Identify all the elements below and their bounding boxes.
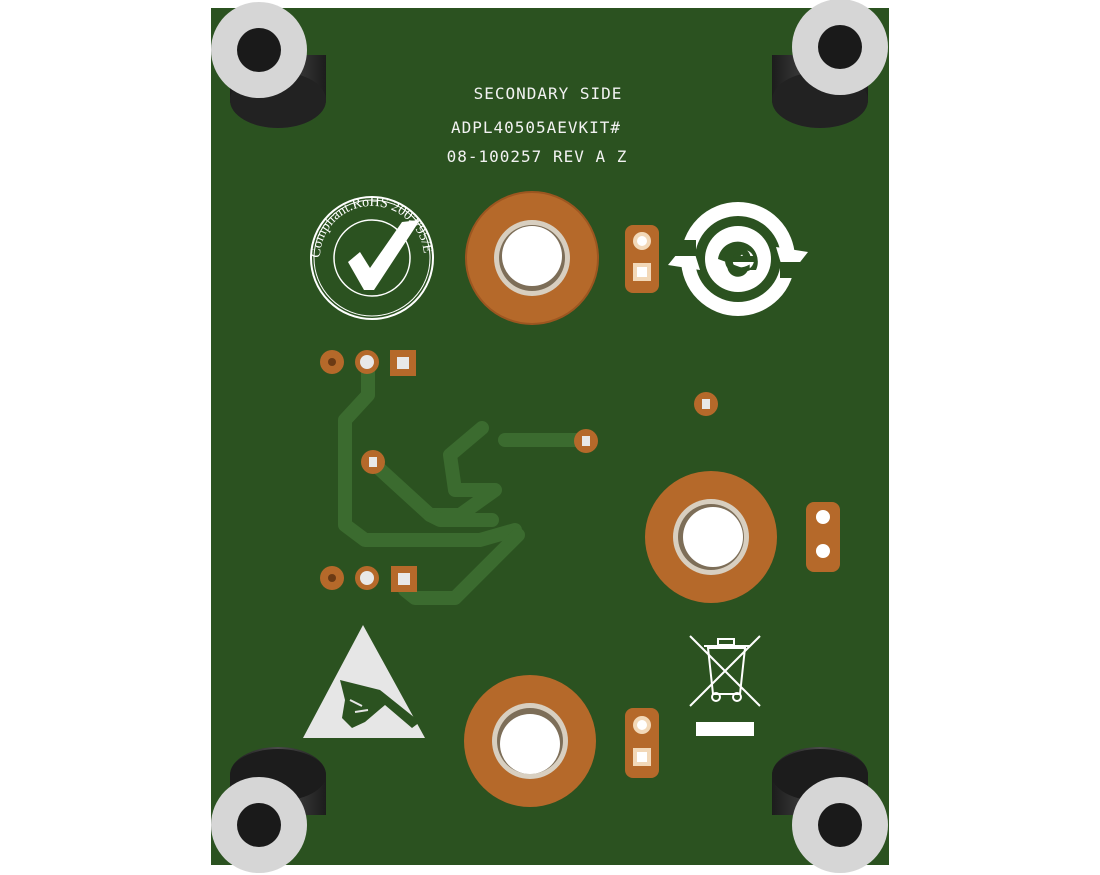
terminal-hole-top xyxy=(465,191,599,325)
standoff-bottom-left xyxy=(211,747,326,873)
header-right xyxy=(806,502,840,572)
svg-text:e: e xyxy=(723,232,753,283)
pad-group-bottom xyxy=(320,566,417,592)
silkscreen-revision: 08-100257 REV A Z xyxy=(447,147,628,166)
standoff-bottom-right xyxy=(772,747,888,873)
standoff-top-right xyxy=(772,0,888,128)
esd-warning-icon xyxy=(303,625,425,738)
pad-group-top xyxy=(320,350,416,376)
silkscreen-kit-name: ADPL40505AEVKIT# xyxy=(451,118,621,137)
silkscreen-side-label: SECONDARY SIDE xyxy=(474,84,623,103)
weee-crossed-bin-icon xyxy=(689,635,761,707)
header-top xyxy=(625,225,659,293)
weee-bar xyxy=(696,722,754,736)
via-pads xyxy=(361,392,718,474)
header-bottom xyxy=(625,708,659,778)
terminal-hole-right xyxy=(645,471,777,603)
standoff-top-left xyxy=(211,2,326,128)
recycle-e-icon: e xyxy=(668,202,808,316)
terminal-hole-bottom xyxy=(464,675,596,807)
